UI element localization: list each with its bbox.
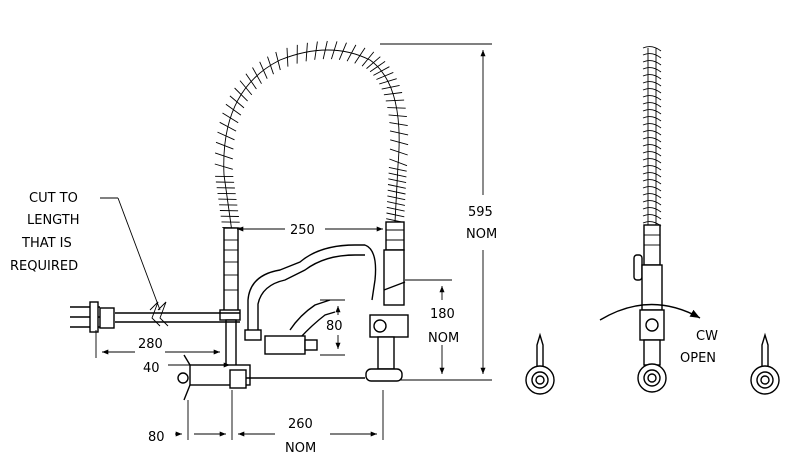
base-mixer (177, 354, 365, 401)
side-coil (642, 46, 662, 227)
riser-pipe (219, 227, 241, 371)
dim-280: 280 (138, 337, 163, 352)
rotation-direction: CW (696, 329, 718, 344)
wall-bracket (70, 301, 240, 333)
side-view: CW OPEN (525, 46, 780, 395)
rotation-arrow (599, 303, 701, 321)
dim-595-nom: NOM (466, 227, 497, 242)
dim-260: 260 (288, 417, 313, 432)
dim-180: 180 (430, 307, 455, 322)
note-line-1: CUT TO (29, 191, 78, 206)
dim-250: 250 (290, 223, 315, 238)
dim-80-base: 80 (148, 430, 165, 445)
swing-spout (244, 244, 377, 341)
dim-40: 40 (143, 361, 160, 376)
dim-180-nom: NOM (428, 331, 459, 346)
front-view: 595 NOM 250 180 NOM 80 280 40 80 260 NOM… (10, 40, 497, 456)
dim-260-nom: NOM (285, 441, 316, 456)
note-line-3: THAT IS (21, 236, 72, 251)
dim-80-spout: 80 (326, 319, 343, 334)
spring-coil (214, 40, 409, 229)
rotation-label: OPEN (680, 351, 716, 366)
note-line-2: LENGTH (27, 213, 80, 228)
cut-note: CUT TO LENGTH THAT IS REQUIRED (10, 191, 80, 274)
flange-left (525, 332, 555, 395)
flange-right (750, 332, 780, 395)
dimension-lines (95, 43, 492, 440)
note-line-4: REQUIRED (10, 259, 78, 274)
hose-inner (223, 49, 400, 233)
spout-outlet (264, 299, 336, 355)
dim-595: 595 (468, 205, 493, 220)
pre-rinse-valve (365, 221, 409, 382)
